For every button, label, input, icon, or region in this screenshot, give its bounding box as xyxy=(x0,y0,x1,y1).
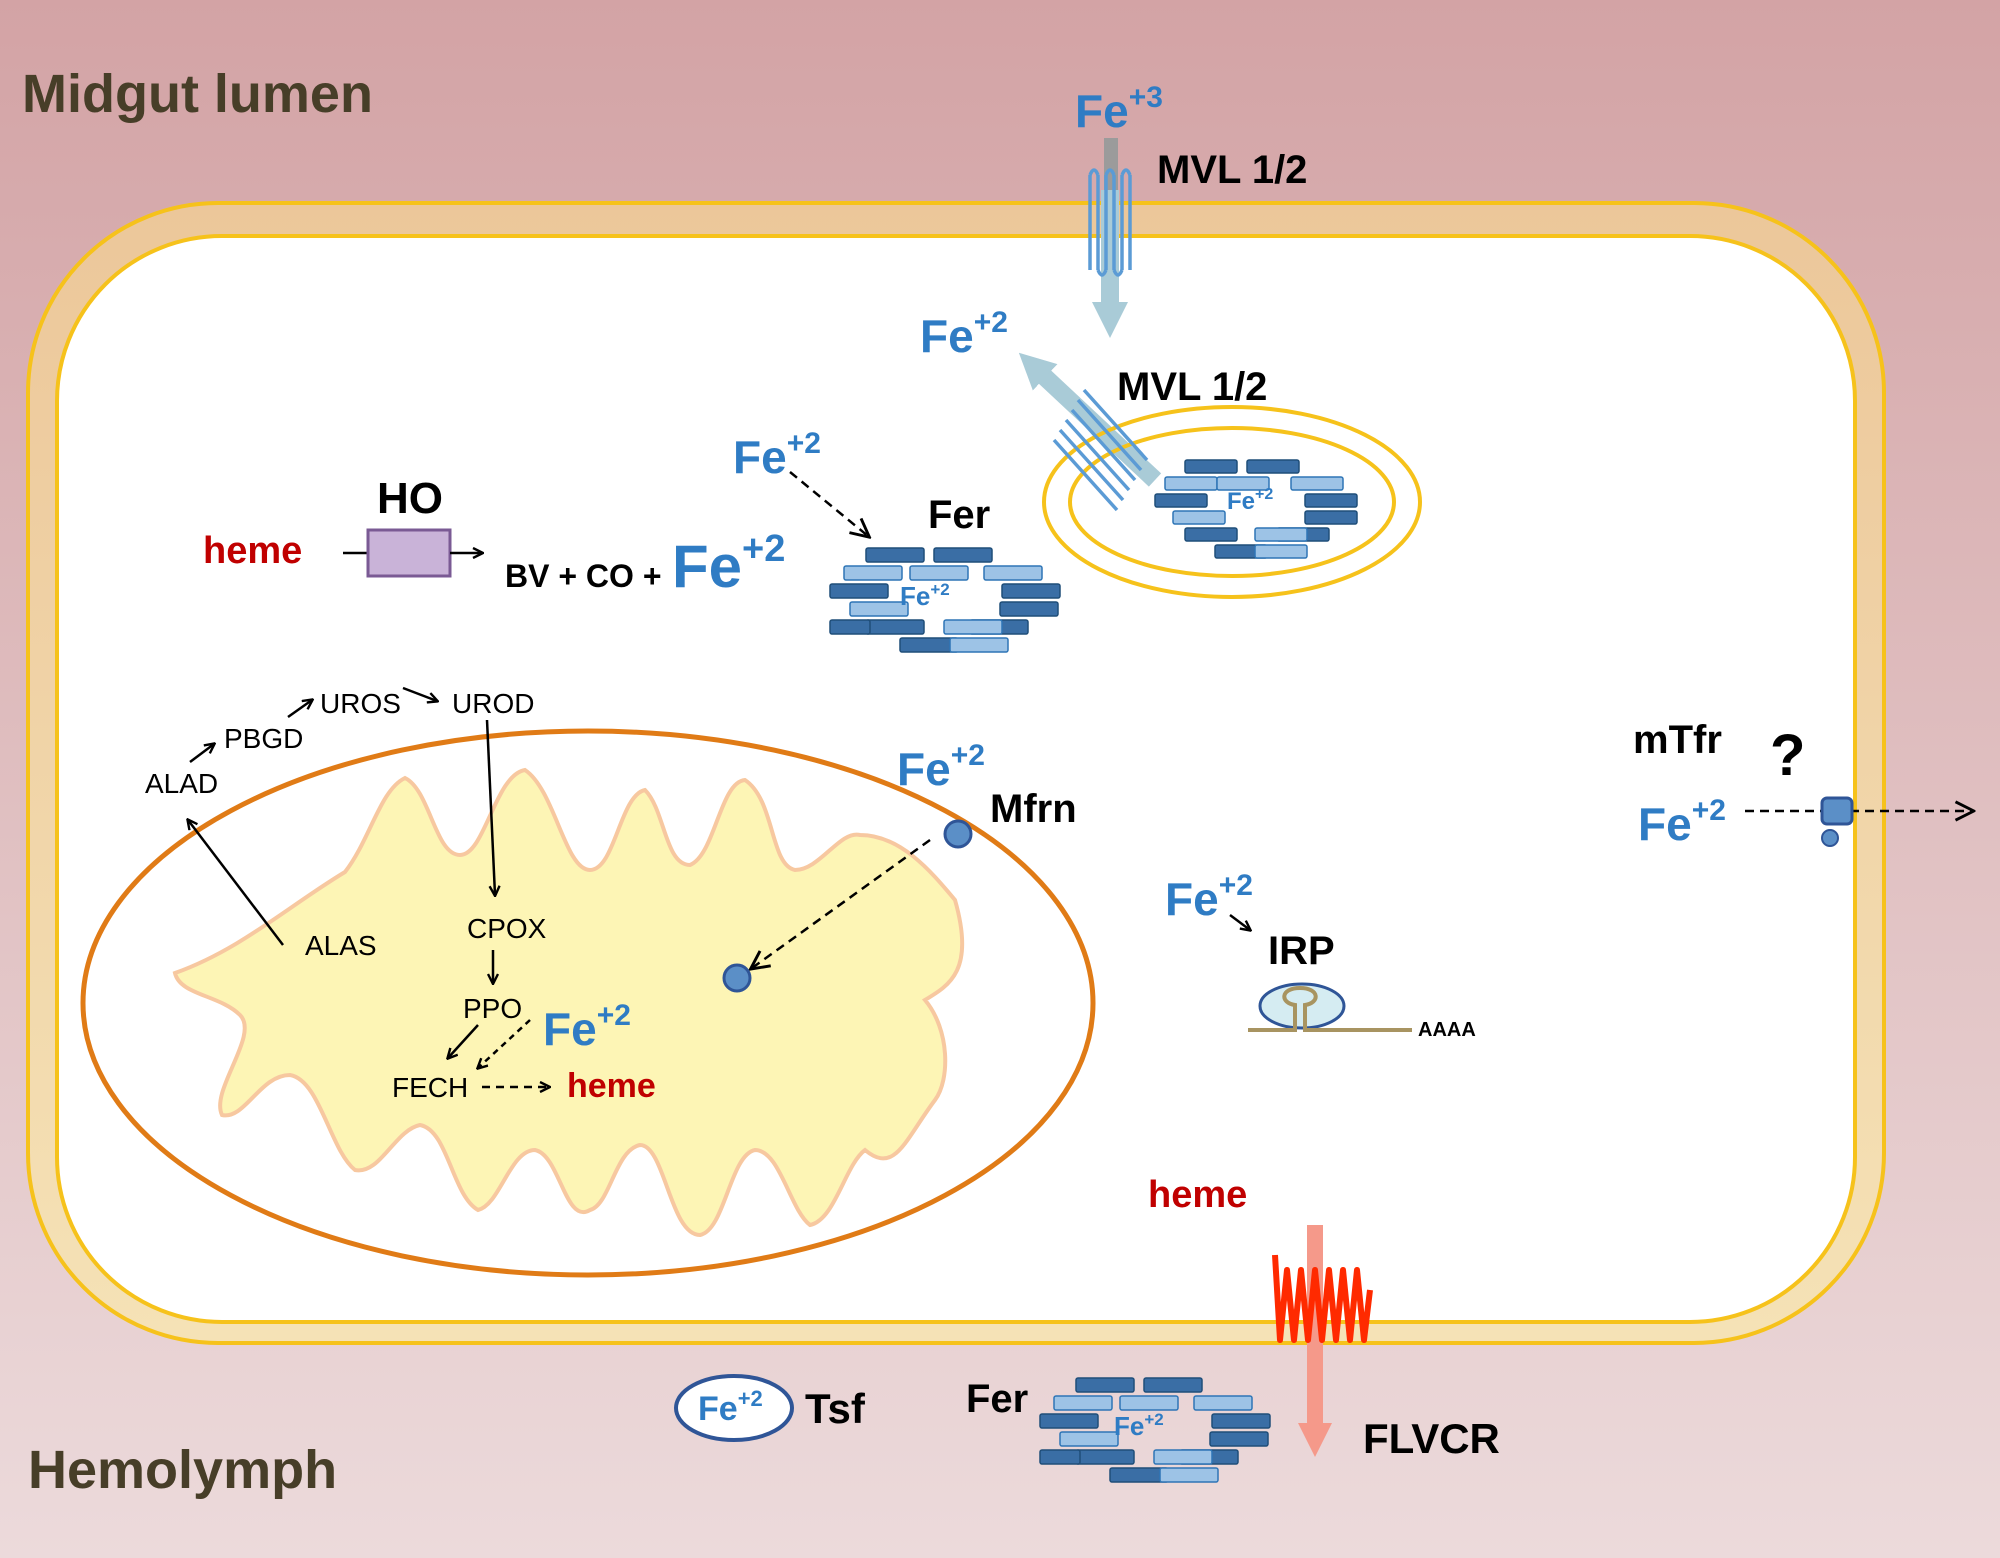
fe2-tsf: Fe+2 xyxy=(698,1386,763,1428)
ferritin-cyto: Fe+2 xyxy=(829,547,1061,653)
svg-text:Fe+2: Fe+2 xyxy=(1165,869,1253,925)
heme-mito-label: heme xyxy=(567,1067,656,1105)
heme-substrate-label: heme xyxy=(203,530,302,572)
mtfr-label: mTfr xyxy=(1633,718,1722,762)
fe2-ferritin-arrow xyxy=(789,471,868,536)
svg-text:Fe+2: Fe+2 xyxy=(920,306,1008,362)
ferritin-cyto-label: Fer xyxy=(928,493,990,537)
ferritin-vesicle: Fe+2 xyxy=(1154,459,1358,559)
ho-products-label: BV + CO + xyxy=(505,558,662,594)
mvl-vesicle-label: MVL 1/2 xyxy=(1117,365,1267,409)
flvcr-transporter xyxy=(1272,1254,1373,1343)
fech-label: FECH xyxy=(392,1072,468,1103)
fe2-mfrn: Fe+2 xyxy=(897,739,985,795)
pbgd-label: PBGD xyxy=(224,723,303,754)
ppo-label: PPO xyxy=(463,993,522,1024)
pathway-arrows xyxy=(188,686,549,1087)
ho-enzyme-box xyxy=(366,528,452,578)
svg-text:Fe+2: Fe+2 xyxy=(543,999,631,1055)
polya-label: AAAA xyxy=(1418,1019,1476,1041)
ho-label: HO xyxy=(377,474,443,523)
mvl-transporter-vesicle xyxy=(1052,388,1149,512)
svg-text:Fe+3: Fe+3 xyxy=(1075,81,1163,137)
mtfr-transporter xyxy=(1820,796,1854,826)
svg-text:Fe+2: Fe+2 xyxy=(900,580,950,611)
mvl-transporter-outer xyxy=(1088,168,1132,277)
iron-vesicle-inner xyxy=(1068,426,1396,578)
svg-text:Fe+2: Fe+2 xyxy=(698,1386,763,1428)
fe2-to-ferritin: Fe+2 xyxy=(733,427,821,483)
svg-text:Fe+2: Fe+2 xyxy=(672,528,785,600)
fe2-irp: Fe+2 xyxy=(1165,869,1253,925)
svg-text:Fe+2: Fe+2 xyxy=(897,739,985,795)
iron-vesicle-outer xyxy=(1042,405,1422,599)
fe2-irp-arrow xyxy=(1229,914,1250,930)
irp-label: IRP xyxy=(1268,929,1335,973)
alas-label: ALAS xyxy=(305,930,377,961)
mvl-outer-label: MVL 1/2 xyxy=(1157,148,1307,192)
ferritin-hemo: Fe+2 xyxy=(1039,1377,1271,1483)
uros-label: UROS xyxy=(320,688,401,719)
alad-label: ALAD xyxy=(145,768,218,799)
mrna-strand xyxy=(1248,985,1412,1032)
flvcr-label: FLVCR xyxy=(1363,1415,1500,1462)
hemolymph-label: Hemolymph xyxy=(28,1440,337,1500)
irp-protein xyxy=(1258,982,1346,1030)
mtfr-question: ? xyxy=(1770,723,1805,788)
fe2-mtfr: Fe+2 xyxy=(1638,794,1726,850)
svg-text:Fe+2: Fe+2 xyxy=(733,427,821,483)
mfrn-inner-dot xyxy=(722,963,752,993)
svg-text:Fe+2: Fe+2 xyxy=(1114,1410,1164,1441)
mfrn-transporter xyxy=(943,819,973,849)
heme-export-label: heme xyxy=(1148,1174,1247,1216)
fe2-ho-product: Fe+2 xyxy=(672,528,785,600)
mtfr-dot xyxy=(1821,829,1839,847)
tsf-label: Tsf xyxy=(805,1385,866,1432)
ferritin-hemo-label: Fer xyxy=(966,1377,1028,1421)
mfrn-import-arrow xyxy=(752,838,931,968)
fe3-ion: Fe+3 xyxy=(1075,81,1163,137)
fe2-released: Fe+2 xyxy=(920,306,1008,362)
transferrin xyxy=(674,1374,794,1442)
fe2-mito-matrix: Fe+2 xyxy=(543,999,631,1055)
urod-label: UROD xyxy=(452,688,534,719)
mfrn-label: Mfrn xyxy=(990,787,1077,831)
svg-text:Fe+2: Fe+2 xyxy=(1227,486,1273,515)
cpox-label: CPOX xyxy=(467,913,547,944)
svg-text:Fe+2: Fe+2 xyxy=(1638,794,1726,850)
mitochondrion-matrix xyxy=(172,767,965,1238)
midgut-lumen-label: Midgut lumen xyxy=(22,64,373,124)
